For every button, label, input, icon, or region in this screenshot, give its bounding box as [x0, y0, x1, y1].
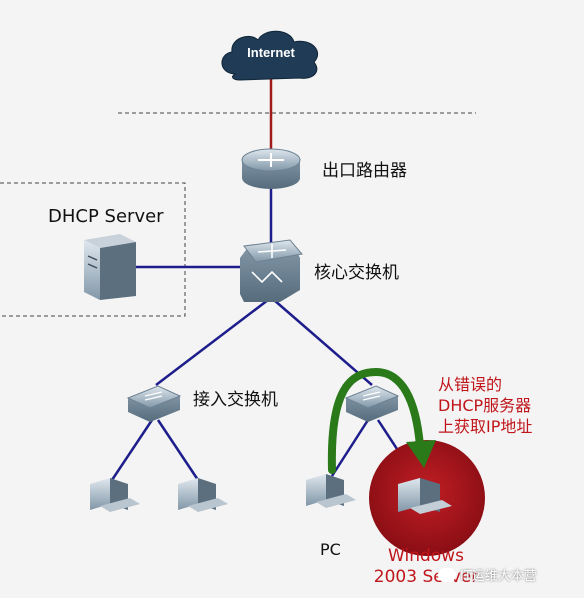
- pc-2-icon: [178, 478, 228, 512]
- core-switch-label: 核心交换机: [314, 263, 399, 283]
- core-switch-icon: [240, 239, 303, 302]
- pc-label: PC: [320, 540, 341, 559]
- internet-label: Internet: [247, 45, 295, 60]
- rogue-dhcp-arrow: [327, 367, 436, 474]
- pc-1-icon: [90, 478, 140, 512]
- access-switch-1-icon: [126, 385, 182, 422]
- watermark: IT运维大本营: [438, 565, 537, 584]
- router-label: 出口路由器: [322, 161, 407, 181]
- dhcp-server-zone: [0, 182, 186, 317]
- core-access2-link: [273, 299, 373, 386]
- note-line: 上获取IP地址: [438, 417, 533, 436]
- access1-pc1-link: [110, 419, 154, 481]
- watermark-text: IT运维大本营: [460, 569, 537, 584]
- note-line: DHCP服务器: [438, 396, 532, 415]
- note-line: 从错误的: [438, 375, 503, 394]
- internet-cloud-icon: [221, 30, 319, 81]
- rogue-server-line: Windows: [388, 546, 464, 566]
- access2-pc-link: [330, 419, 370, 477]
- dhcp-server-icon: [84, 234, 136, 300]
- pc-3-icon: [306, 474, 356, 508]
- rogue-dhcp-note: 从错误的 DHCP服务器 上获取IP地址: [438, 374, 532, 437]
- rogue-server-pc-icon: [398, 478, 452, 514]
- access-switch-2-icon: [344, 385, 400, 422]
- dhcp-server-label: DHCP Server: [48, 206, 164, 227]
- access-switch-label: 接入交换机: [193, 390, 278, 410]
- wechat-icon: [438, 567, 456, 582]
- core-access1-link: [155, 299, 269, 386]
- router-icon: [241, 148, 301, 189]
- access1-pc2-link: [156, 419, 200, 481]
